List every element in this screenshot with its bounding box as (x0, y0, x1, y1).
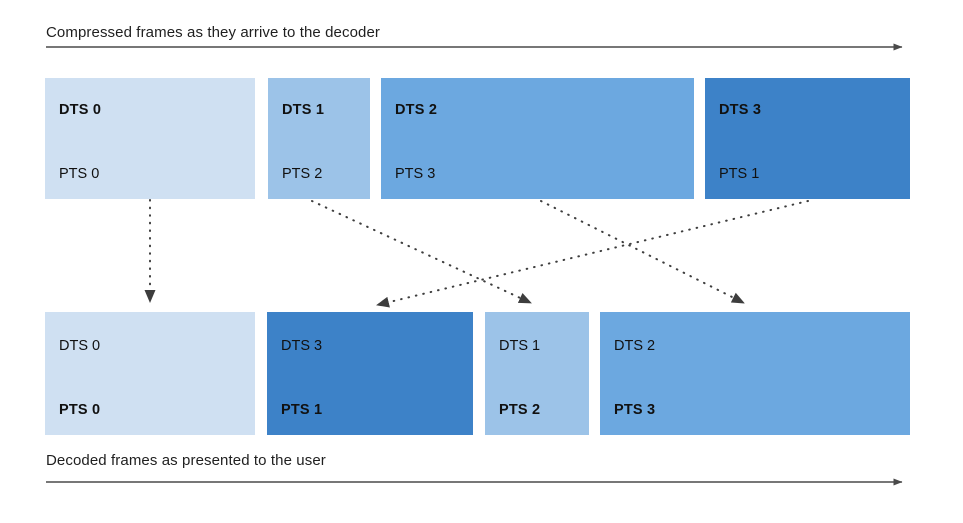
bottom-frame-3-pts: PTS 3 (614, 402, 656, 418)
bottom-frame-0[interactable]: DTS 0 PTS 0 (45, 312, 255, 435)
bottom-frame-3-dts: DTS 2 (614, 338, 656, 354)
top-caption: Compressed frames as they arrive to the … (46, 24, 381, 41)
bottom-frame-0-dts: DTS 0 (59, 338, 101, 354)
top-frame-3-pts: PTS 1 (719, 166, 760, 182)
top-frame-1[interactable]: DTS 1 PTS 2 (268, 78, 370, 199)
bottom-frame-3[interactable]: DTS 2 PTS 3 (600, 312, 910, 435)
top-frame-2[interactable]: DTS 2 PTS 3 (381, 78, 694, 199)
bottom-frame-2[interactable]: DTS 1 PTS 2 (485, 312, 589, 435)
mapping-arrow-dts3-pts1 (376, 200, 809, 308)
mapping-arrow-dts2-pts3 (540, 200, 745, 304)
bottom-frame-2-pts: PTS 2 (499, 402, 541, 418)
top-frame-0[interactable]: DTS 0 PTS 0 (45, 78, 255, 199)
top-frame-2-pts: PTS 3 (395, 166, 436, 182)
top-frame-1-pts: PTS 2 (282, 166, 323, 182)
top-frame-0-dts: DTS 0 (59, 102, 102, 118)
top-frame-0-pts: PTS 0 (59, 166, 100, 182)
bottom-frame-1-dts: DTS 3 (281, 338, 323, 354)
bottom-caption: Decoded frames as presented to the user (46, 452, 326, 469)
bottom-frame-0-pts: PTS 0 (59, 402, 101, 418)
top-frame-3[interactable]: DTS 3 PTS 1 (705, 78, 910, 199)
top-frame-1-dts: DTS 1 (282, 102, 325, 118)
bottom-frame-1[interactable]: DTS 3 PTS 1 (267, 312, 473, 435)
top-frame-3-dts: DTS 3 (719, 102, 762, 118)
bottom-frame-2-dts: DTS 1 (499, 338, 541, 354)
top-frame-2-dts: DTS 2 (395, 102, 438, 118)
mapping-arrow-dts1-pts2 (311, 200, 532, 304)
bottom-frame-1-pts: PTS 1 (281, 402, 323, 418)
